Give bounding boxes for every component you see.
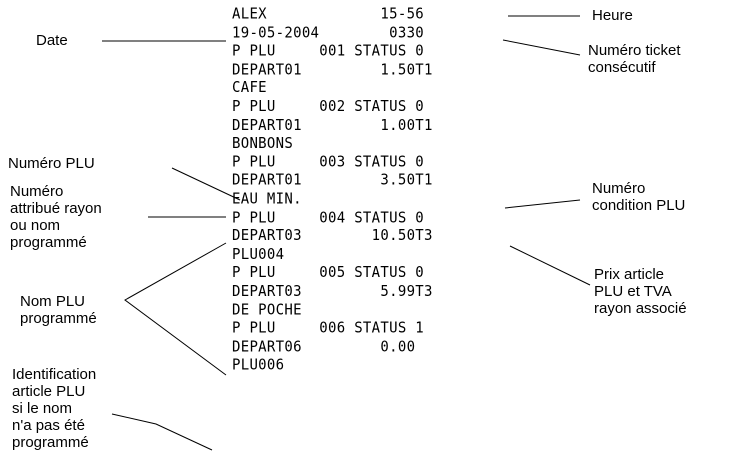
label-heure: Heure: [592, 7, 633, 24]
label-nom-plu-line1: Nom PLU: [20, 293, 86, 310]
receipt-line: DEPART01 3.50T1: [232, 172, 433, 190]
receipt-line: DEPART01 1.00T1: [232, 116, 433, 134]
label-condition: Numéro condition PLU: [592, 180, 685, 214]
receipt-line: 19-05-2004 0330: [232, 24, 425, 42]
receipt-line: DEPART06 0.00: [232, 338, 416, 356]
label-rayon-line3: ou nom: [10, 217, 61, 234]
label-prix-line1: Prix article: [594, 266, 665, 283]
label-identification: Identification article PLU si le nom n'a…: [12, 366, 96, 451]
label-ticket-line2: consécutif: [588, 59, 656, 76]
line-plu-number: [171, 167, 241, 201]
label-nom-plu: Nom PLU programmé: [20, 293, 97, 327]
label-identification-line4: n'a pas été: [12, 417, 85, 434]
label-identification-line5: programmé: [12, 434, 89, 451]
receipt-line: P PLU 005 STATUS 0: [232, 264, 425, 282]
line-ticket: [502, 39, 581, 56]
receipt-line: DEPART03 5.99T3: [232, 283, 433, 300]
label-plu-number: Numéro PLU: [8, 155, 95, 172]
label-identification-line1: Identification: [12, 366, 97, 383]
label-prix-line2: PLU et TVA: [594, 283, 672, 300]
label-identification-line2: article PLU: [12, 383, 86, 400]
receipt-line: DE POCHE: [232, 301, 302, 319]
label-ticket: Numéro ticket consécutif: [588, 42, 681, 76]
receipt-line: P PLU 002 STATUS 0: [232, 98, 425, 116]
receipt-line: DEPART03 10.50T3: [232, 227, 433, 245]
label-ticket-line1: Numéro ticket: [588, 42, 681, 59]
label-rayon-line2: attribué rayon: [10, 200, 102, 217]
line-condition: [504, 199, 581, 209]
line-identification: [111, 413, 213, 451]
label-identification-line3: si le nom: [12, 400, 73, 417]
receipt-line: DEPART01 1.50T1: [232, 61, 433, 79]
label-rayon-line1: Numéro: [10, 183, 64, 200]
receipt-line: PLU004: [232, 246, 285, 263]
receipt-line: BONBONS: [232, 135, 294, 153]
label-condition-line1: Numéro: [592, 180, 646, 197]
receipt-line: P PLU 006 STATUS 1: [232, 320, 425, 337]
label-date: Date: [36, 32, 68, 49]
receipt-line: ALEX 15-56: [232, 6, 425, 23]
line-prix: [509, 245, 591, 286]
receipt-line: CAFE: [232, 79, 267, 97]
label-rayon: Numéro attribué rayon ou nom programmé: [10, 183, 102, 251]
receipt-line: P PLU 001 STATUS 0: [232, 42, 425, 60]
label-condition-line2: condition PLU: [592, 197, 686, 214]
receipt-line: P PLU 004 STATUS 0: [232, 209, 425, 227]
receipt-line: PLU006: [232, 356, 285, 374]
label-prix-line3: rayon associé: [594, 300, 687, 317]
label-prix: Prix article PLU et TVA rayon associé: [594, 266, 687, 317]
receipt-line: EAU MIN.: [232, 190, 302, 208]
line-nom-plu: [124, 242, 227, 376]
label-nom-plu-line2: programmé: [20, 310, 97, 327]
receipt-line: P PLU 003 STATUS 0: [232, 153, 425, 171]
label-rayon-line4: programmé: [10, 234, 87, 251]
